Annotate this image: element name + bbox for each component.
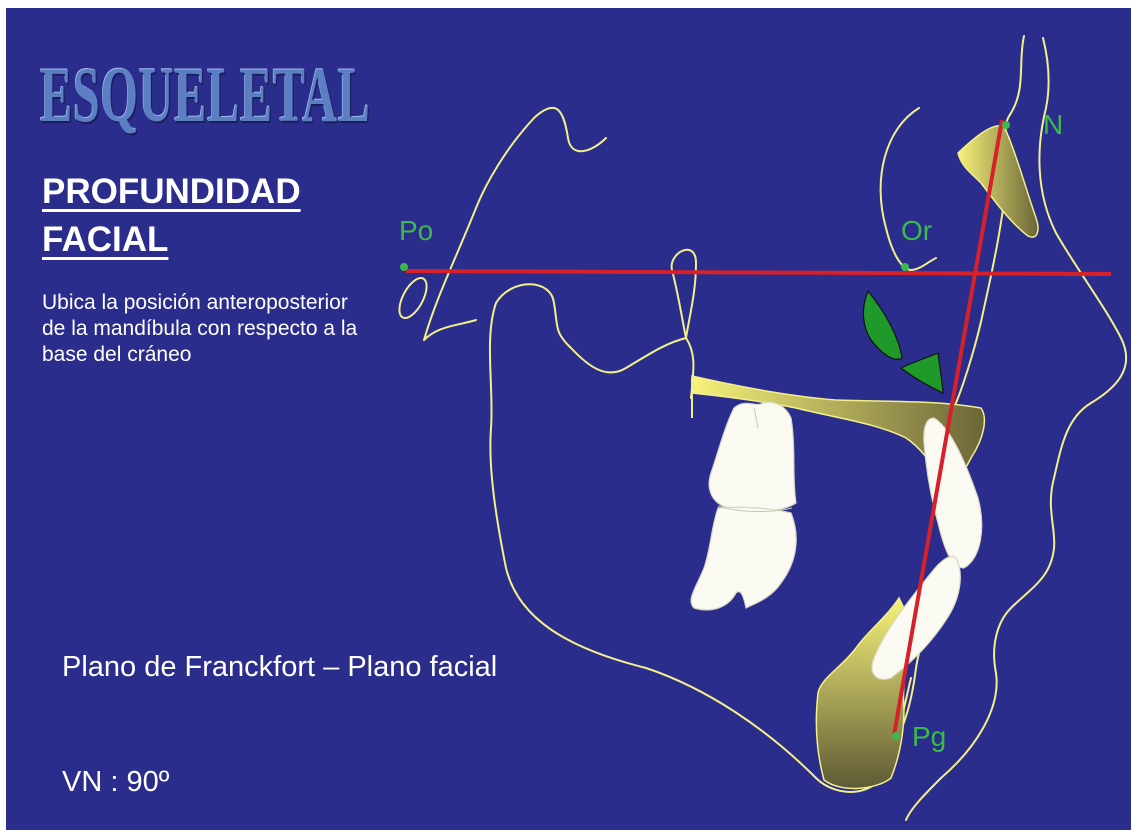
orbit-outline	[879, 107, 937, 271]
orbital-contour-shape	[862, 289, 903, 360]
soft-tissue-profile	[905, 37, 1128, 821]
porion-ear-outline	[398, 277, 428, 319]
cephalometric-tracing	[398, 35, 1128, 821]
cranial-base-outline	[423, 106, 607, 341]
point-label-pg: Pg	[912, 721, 947, 752]
point-label-n: N	[1043, 109, 1064, 140]
slide-subtitle: PROFUNDIDAD FACIAL	[42, 172, 301, 259]
slide: ESQUELETAL PROFUNDIDAD FACIAL Ubica la p…	[6, 8, 1131, 830]
facial-plane-line	[892, 119, 1004, 736]
point-po-marker	[400, 263, 408, 271]
frankfort-plane-line	[405, 269, 1112, 276]
orbital-floor-shape	[899, 352, 944, 394]
slide-title: ESQUELETAL	[40, 51, 371, 138]
pterygoid-outline	[670, 248, 697, 339]
mandible-outline	[495, 283, 695, 399]
point-label-po: Po	[399, 215, 434, 246]
point-pg-marker	[892, 732, 900, 740]
upper-molar-tooth	[708, 401, 797, 512]
point-or-marker	[901, 263, 909, 271]
point-n-marker	[1002, 121, 1010, 129]
point-label-or: Or	[901, 215, 933, 246]
plane-label: Plano de Franckfort – Plano facial	[62, 651, 498, 683]
lower-molar-tooth	[690, 506, 797, 611]
angle-value: VN : 90º	[62, 766, 170, 798]
description-text: Ubica la posición anteroposterior de la …	[42, 291, 358, 366]
